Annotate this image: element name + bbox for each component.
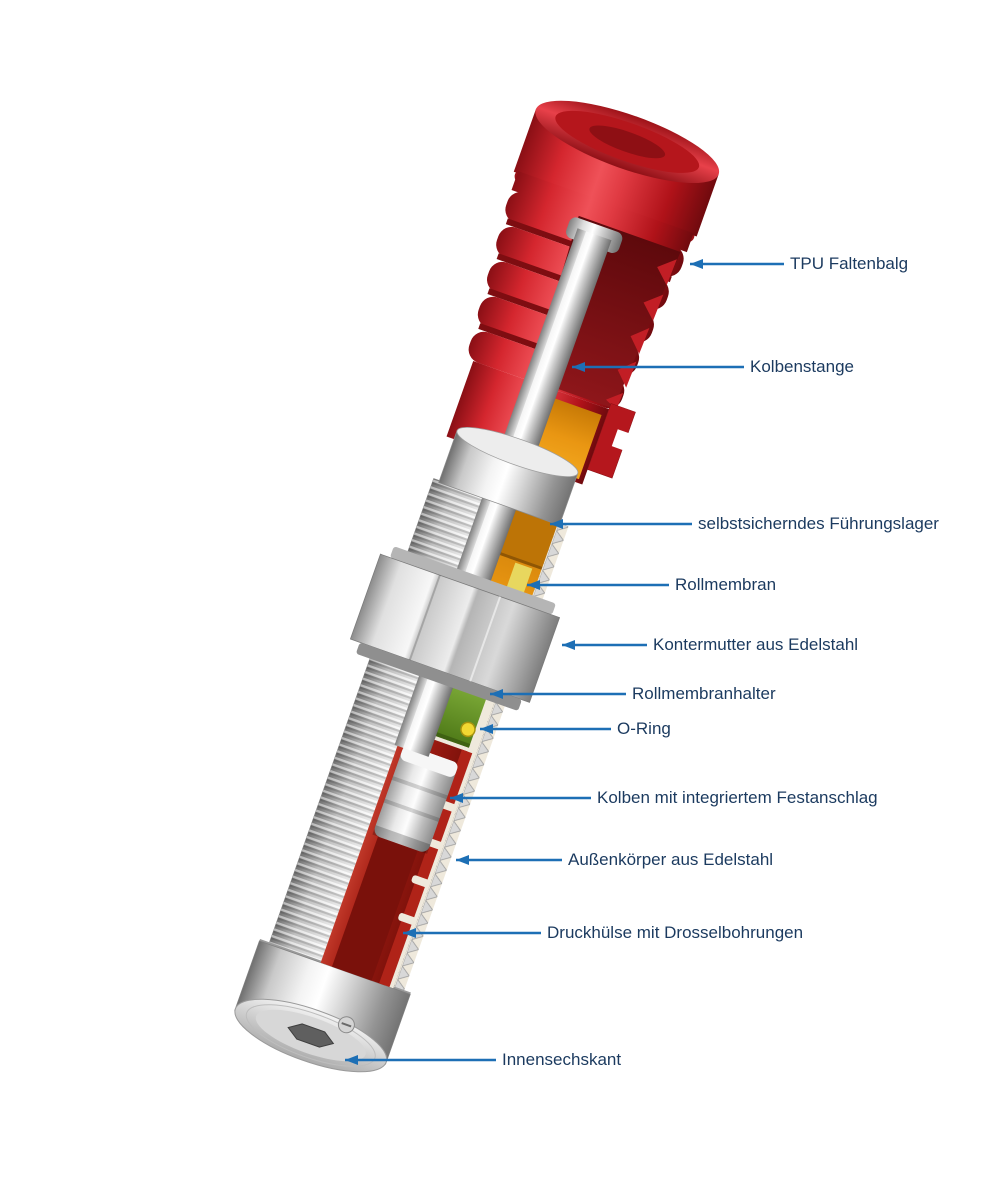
- label-kolben: Kolben mit integriertem Festanschlag: [597, 788, 878, 807]
- label-o-ring: O-Ring: [617, 719, 671, 738]
- label-tpu-faltenbalg: TPU Faltenbalg: [790, 254, 909, 273]
- bottom-face: [234, 998, 388, 1073]
- label-kolbenstange: Kolbenstange: [750, 357, 854, 376]
- label-kontermutter: Kontermutter aus Edelstahl: [653, 635, 859, 654]
- piston: [372, 745, 458, 854]
- o-ring: [460, 721, 476, 738]
- label-rollmembran: Rollmembran: [675, 575, 777, 594]
- bellows-cap: [511, 100, 720, 253]
- label-innensechskant: Innensechskant: [502, 1050, 622, 1069]
- label-fuehrungslager: selbstsicherndes Führungslager: [698, 514, 939, 533]
- hex-socket: [287, 1023, 335, 1048]
- label-rollmembranhalter: Rollmembranhalter: [632, 684, 776, 703]
- label-aussenkoerper: Außenkörper aus Edelstahl: [568, 850, 774, 869]
- leader-arrows: [345, 259, 784, 1065]
- neck-ring: [438, 427, 579, 526]
- absorber-assembly: [234, 100, 720, 1073]
- lock-nut: [349, 547, 561, 711]
- label-druckhuelse: Druckhülse mit Drosselbohrungen: [547, 923, 804, 942]
